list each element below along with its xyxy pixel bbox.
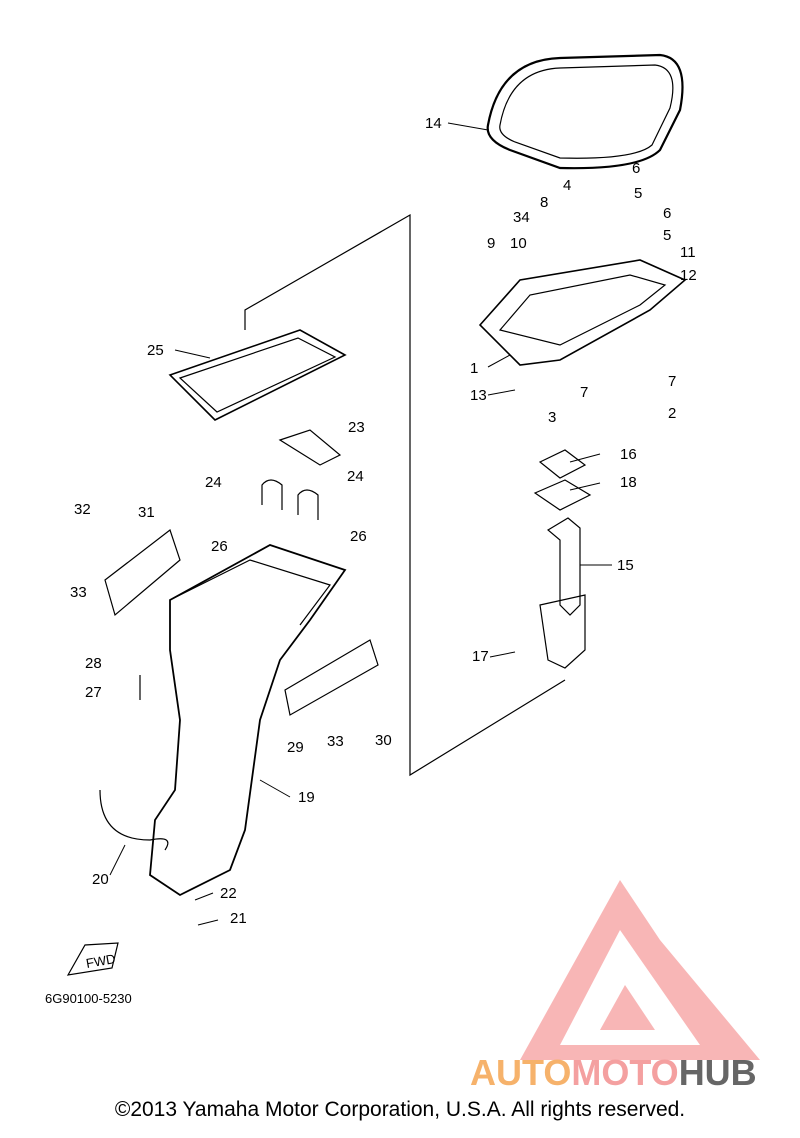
callout-25: 25 — [147, 342, 164, 359]
callout-6b: 6 — [663, 205, 671, 222]
callout-10: 10 — [510, 235, 527, 252]
callout-23: 23 — [348, 419, 365, 436]
watermark-text: AUTOMOTOHUB — [470, 1052, 757, 1090]
parts-diagram: 1 2 3 4 5 5 6 6 7 7 8 9 10 11 12 13 14 1… — [45, 53, 760, 1090]
leader-lines — [109, 122, 612, 926]
callout-24a: 24 — [205, 474, 222, 491]
callout-17: 17 — [472, 648, 489, 665]
callout-33a: 33 — [70, 584, 87, 601]
callout-1: 1 — [470, 360, 478, 377]
callout-15: 15 — [617, 557, 634, 574]
callout-8: 8 — [540, 194, 548, 211]
callout-6a: 6 — [632, 160, 640, 177]
callout-3: 3 — [548, 409, 556, 426]
callout-4: 4 — [563, 177, 571, 194]
callout-28: 28 — [85, 655, 102, 672]
callout-34: 34 — [513, 209, 530, 226]
callout-18: 18 — [620, 474, 637, 491]
callout-7b: 7 — [668, 373, 676, 390]
callout-12: 12 — [680, 267, 697, 284]
callout-20: 20 — [92, 871, 109, 888]
fwd-label: FWD — [85, 951, 117, 971]
callout-13: 13 — [470, 387, 487, 404]
callout-9: 9 — [487, 235, 495, 252]
callout-14: 14 — [425, 115, 442, 132]
callout-26a: 26 — [211, 538, 228, 555]
callout-16: 16 — [620, 446, 637, 463]
callout-31: 31 — [138, 504, 155, 521]
diagram-code: 6G90100-5230 — [45, 991, 132, 1006]
callout-27: 27 — [85, 684, 102, 701]
callout-29: 29 — [287, 739, 304, 756]
callout-24b: 24 — [347, 468, 364, 485]
callout-32: 32 — [74, 501, 91, 518]
fwd-arrow-icon — [66, 942, 119, 976]
callout-21: 21 — [230, 910, 247, 927]
line-art — [66, 53, 687, 976]
callout-33b: 33 — [327, 733, 344, 750]
copyright-notice: ©2013 Yamaha Motor Corporation, U.S.A. A… — [114, 1098, 686, 1121]
callout-5a: 5 — [634, 185, 642, 202]
automotohub-logo — [520, 880, 760, 1060]
callout-11: 11 — [680, 244, 696, 261]
callout-26b: 26 — [350, 528, 367, 545]
callout-5b: 5 — [663, 227, 671, 244]
callout-labels: 1 2 3 4 5 5 6 6 7 7 8 9 10 11 12 13 14 1… — [70, 115, 697, 927]
callout-30: 30 — [375, 732, 392, 749]
callout-22: 22 — [220, 885, 237, 902]
callout-19: 19 — [298, 789, 315, 806]
callout-2: 2 — [668, 405, 676, 422]
callout-7a: 7 — [580, 384, 588, 401]
